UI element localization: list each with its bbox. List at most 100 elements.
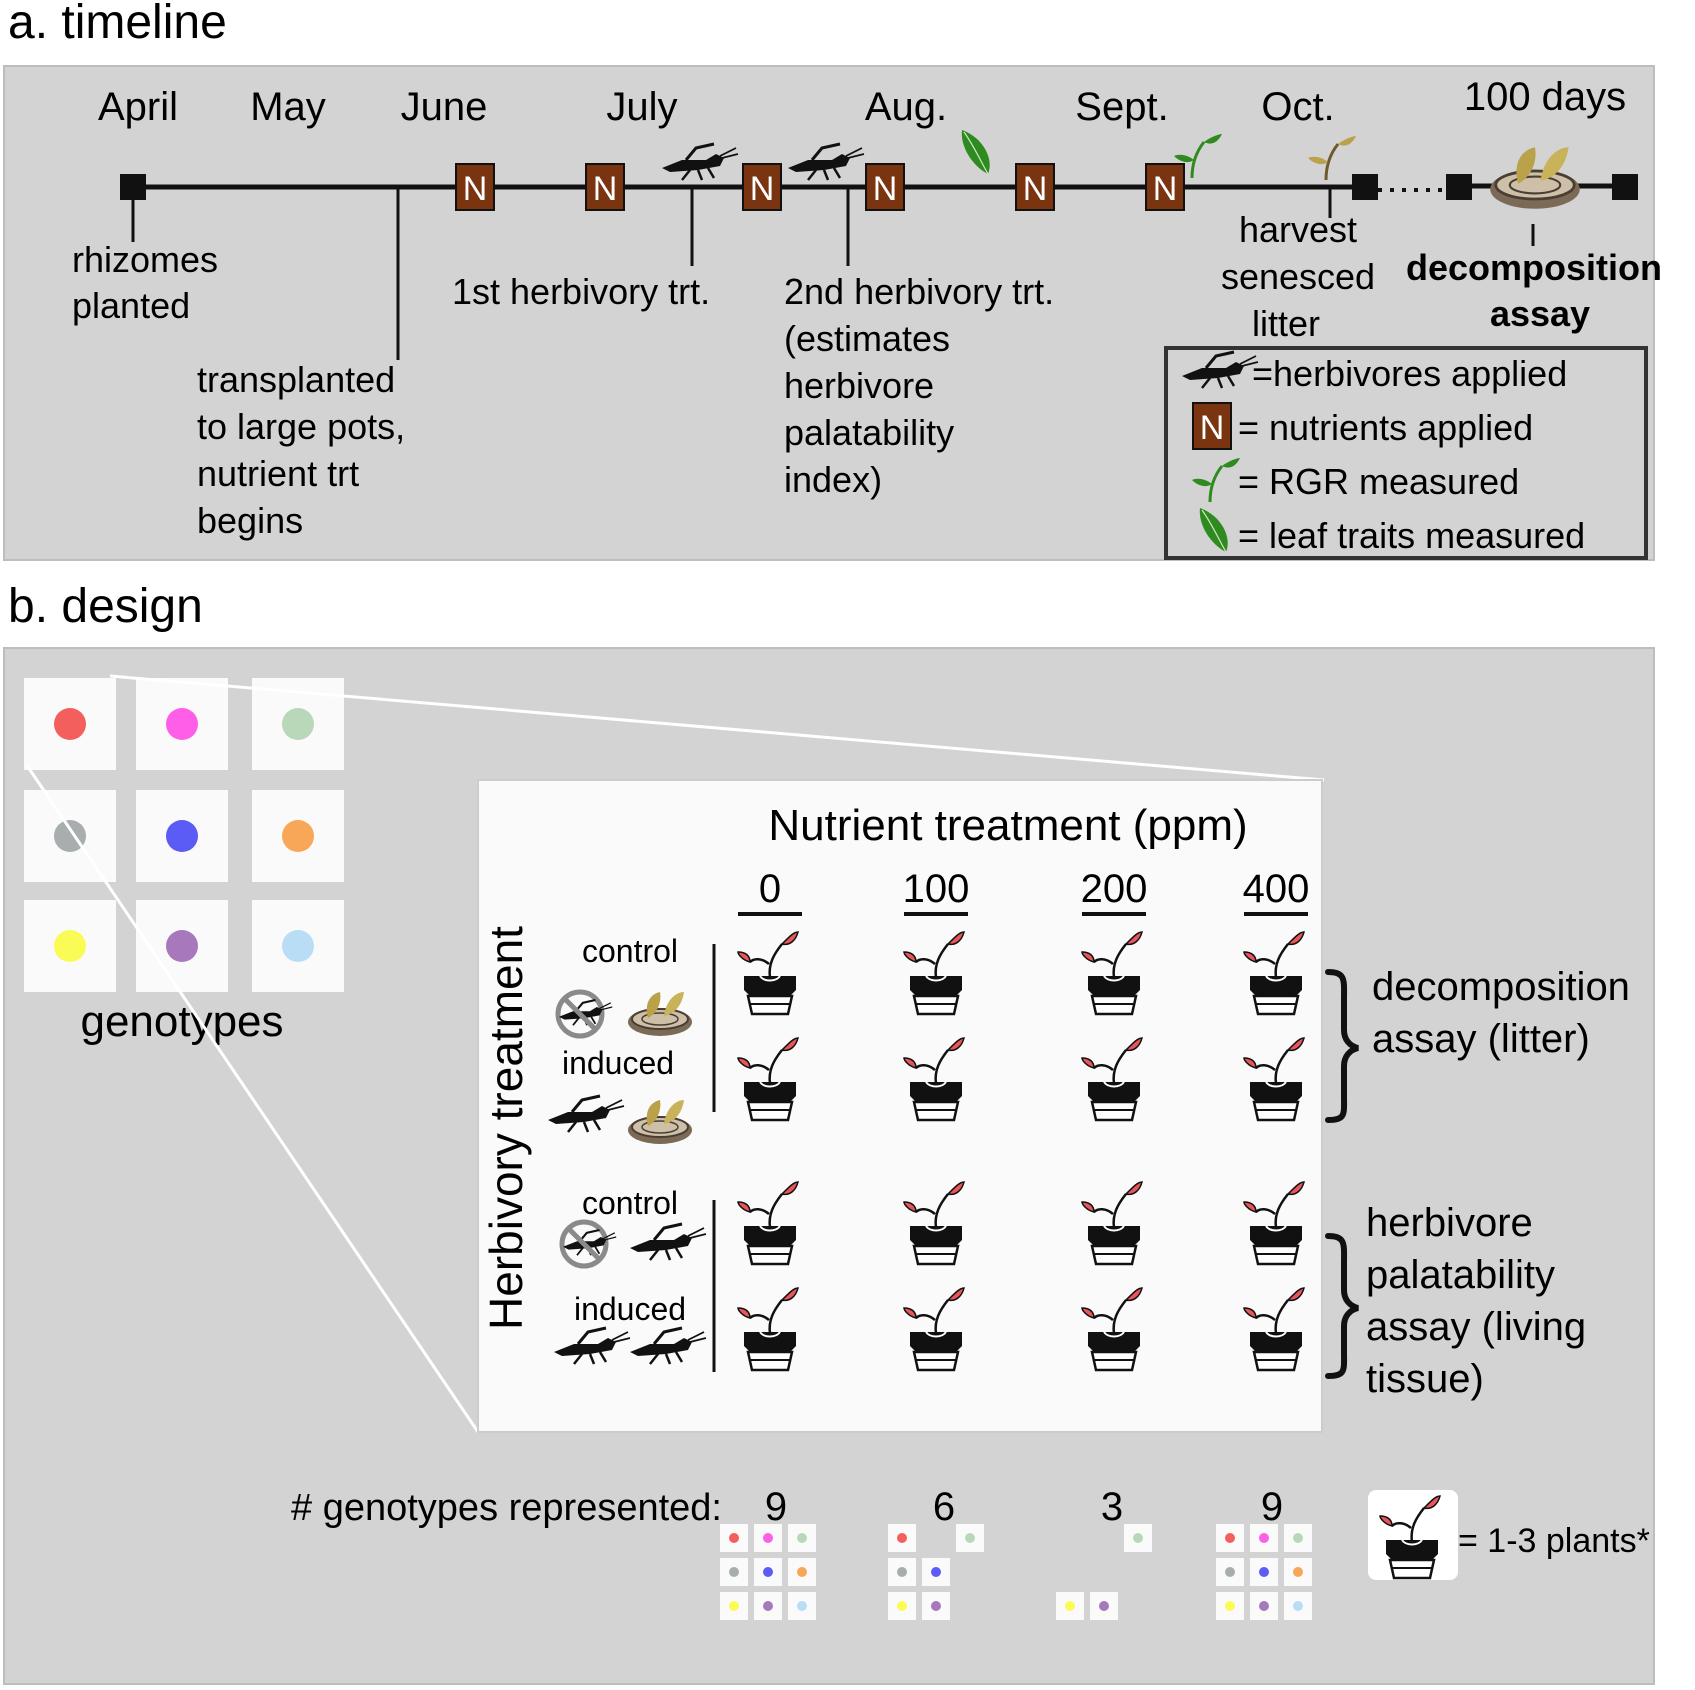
label-second-herbivory-1: 2nd herbivory trt. — [784, 271, 1054, 312]
mini-genotype-tile — [1216, 1592, 1244, 1620]
panel-b-title: b. design — [8, 580, 203, 633]
mini-genotype-tile — [720, 1558, 748, 1586]
timeline-oct-end-marker — [1352, 174, 1378, 200]
genotypes-represented-label: # genotypes represented: — [291, 1487, 722, 1529]
timeline-decomp-start-marker — [1446, 174, 1472, 200]
month-label: April — [98, 85, 178, 129]
mini-genotype-tile — [888, 1558, 916, 1586]
nutrient-marker-letter: N — [593, 170, 618, 208]
label-rhizomes: rhizomes — [72, 239, 218, 280]
nutrient-treatment-title: Nutrient treatment (ppm) — [768, 801, 1247, 850]
month-label: July — [606, 85, 677, 129]
label-second-herbivory-4: palatability — [784, 412, 954, 453]
mini-genotype-tile — [720, 1524, 748, 1552]
event-labels: rhizomes planted transplanted to large p… — [72, 209, 1662, 541]
label-harvest-3: litter — [1252, 303, 1320, 344]
panel-a-title: a. timeline — [8, 0, 227, 49]
assay-palatability-3: assay (living — [1366, 1305, 1586, 1349]
genotype-mini-grids — [720, 1524, 1312, 1620]
mini-genotype-tile — [788, 1524, 816, 1552]
label-decomposition-1: decomposition — [1406, 247, 1662, 288]
nutrient-marker: N — [742, 163, 782, 211]
nutrient-level-label: 100 — [903, 867, 970, 911]
nutrient-marker: N — [1015, 163, 1055, 211]
nutrient-marker: N — [585, 163, 625, 211]
label-second-herbivory-3: herbivore — [784, 365, 934, 406]
brace-decomposition — [1325, 969, 1359, 1123]
mini-genotype-tile — [1216, 1524, 1244, 1552]
legend-rgr: = RGR measured — [1238, 461, 1519, 502]
genotype-count: 9 — [1261, 1485, 1283, 1529]
mini-genotype-tile — [754, 1524, 782, 1552]
mini-genotype-tile — [922, 1558, 950, 1586]
mini-genotype-tile — [720, 1592, 748, 1620]
plant-legend-text: = 1-3 plants* — [1458, 1522, 1650, 1560]
mini-genotype-tile — [754, 1592, 782, 1620]
label-decomposition-2: assay — [1490, 293, 1590, 334]
genotype-tile — [24, 790, 116, 882]
mini-genotype-tile — [788, 1592, 816, 1620]
mini-genotype-tile — [922, 1592, 950, 1620]
mini-genotype-tile — [1284, 1592, 1312, 1620]
litter-sprout-icon-oct — [1308, 136, 1356, 181]
nutrient-level-label: 400 — [1243, 867, 1310, 911]
genotype-tile — [136, 900, 228, 992]
nutrient-marker-letter: N — [1023, 170, 1048, 208]
genotype-dot — [54, 930, 86, 962]
month-label: Aug. — [865, 85, 947, 129]
genotype-tile — [24, 900, 116, 992]
mini-genotype-tile — [1250, 1592, 1278, 1620]
label-transplant-4: begins — [197, 500, 303, 541]
mini-genotype-tile — [1216, 1558, 1244, 1586]
mini-genotype-tile — [956, 1524, 984, 1552]
genotypes-label: genotypes — [80, 997, 283, 1046]
assay-palatability-4: tissue) — [1366, 1357, 1484, 1401]
genotype-grid — [24, 678, 344, 992]
nutrient-marker-letter: N — [1153, 170, 1178, 208]
design-inset — [477, 779, 1323, 1433]
legend-herbivores: =herbivores applied — [1252, 353, 1567, 394]
month-label: May — [250, 85, 326, 129]
row-label-decomp-control: control — [582, 933, 678, 969]
legend-nutrient-icon: N — [1192, 402, 1232, 450]
row-label-decomp-induced: induced — [562, 1045, 674, 1081]
nutrient-marker: N — [455, 163, 495, 211]
assay-palatability-2: palatability — [1366, 1253, 1555, 1297]
label-second-herbivory-2: (estimates — [784, 318, 950, 359]
nutrient-level-label: 0 — [759, 867, 781, 911]
mini-genotype-tile — [788, 1558, 816, 1586]
mini-genotype-tile — [754, 1558, 782, 1586]
genotype-count: 6 — [933, 1485, 955, 1529]
genotype-dot — [282, 930, 314, 962]
label-second-herbivory-5: index) — [784, 459, 882, 500]
label-transplant-3: nutrient trt — [197, 453, 359, 494]
timeline-decomp-end-marker — [1612, 174, 1638, 200]
nutrient-marker: N — [1145, 163, 1185, 211]
legend-nutrients: = nutrients applied — [1238, 407, 1533, 448]
mini-genotype-tile — [888, 1592, 916, 1620]
genotype-tile — [136, 790, 228, 882]
genotype-tile — [136, 678, 228, 770]
genotype-count: 9 — [765, 1485, 787, 1529]
genotype-tile — [252, 900, 344, 992]
assay-decomposition-2: assay (litter) — [1372, 1017, 1590, 1061]
month-label: Sept. — [1075, 85, 1168, 129]
label-harvest-2: senesced — [1221, 256, 1375, 297]
mini-genotype-tile — [1250, 1558, 1278, 1586]
month-label: June — [401, 85, 488, 129]
nutrient-marker-letter: N — [873, 170, 898, 208]
genotype-dot — [54, 820, 86, 852]
label-first-herbivory: 1st herbivory trt. — [452, 271, 710, 312]
brace-palatability — [1325, 1233, 1359, 1379]
genotype-dot — [54, 708, 86, 740]
timeline-start-marker — [120, 174, 146, 200]
mini-genotype-tile — [1124, 1524, 1152, 1552]
nutrient-marker-letter: N — [463, 170, 488, 208]
assay-palatability-1: herbivore — [1366, 1201, 1533, 1245]
row-label-palat-induced: induced — [574, 1291, 686, 1327]
nutrient-level-label: 200 — [1081, 867, 1148, 911]
